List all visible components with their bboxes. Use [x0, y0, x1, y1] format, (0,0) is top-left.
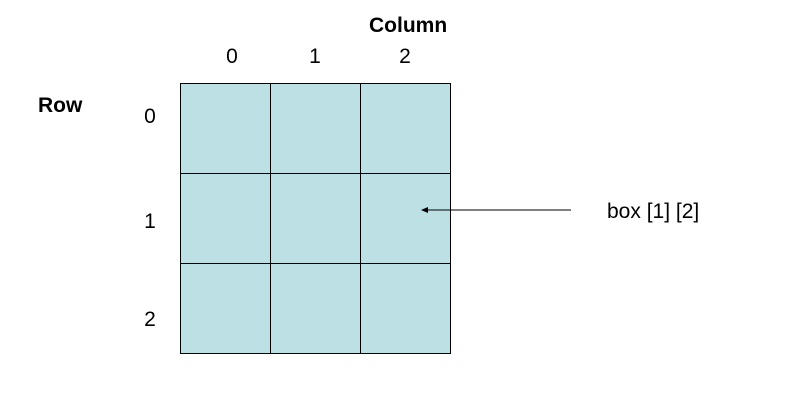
row-index-0: 0 [144, 105, 156, 128]
callout-arrow [421, 207, 571, 213]
grid-cell-2-1 [271, 264, 361, 354]
array-grid [180, 83, 451, 354]
row-axis-title: Row [38, 94, 83, 117]
grid-cell-0-0 [181, 84, 271, 174]
grid-cell-2-2 [361, 264, 451, 354]
grid-cell-0-2 [361, 84, 451, 174]
grid-cell-1-1 [271, 174, 361, 264]
grid-cell-1-0 [181, 174, 271, 264]
column-index-2: 2 [399, 45, 411, 68]
column-index-0: 0 [226, 45, 238, 68]
grid-cell-2-0 [181, 264, 271, 354]
row-index-1: 1 [144, 210, 156, 233]
column-index-1: 1 [309, 45, 321, 68]
callout-label: box [1] [2] [607, 200, 700, 223]
grid-cell-1-2 [361, 174, 451, 264]
column-axis-title: Column [369, 14, 448, 37]
row-index-2: 2 [144, 308, 156, 331]
grid-cell-0-1 [271, 84, 361, 174]
